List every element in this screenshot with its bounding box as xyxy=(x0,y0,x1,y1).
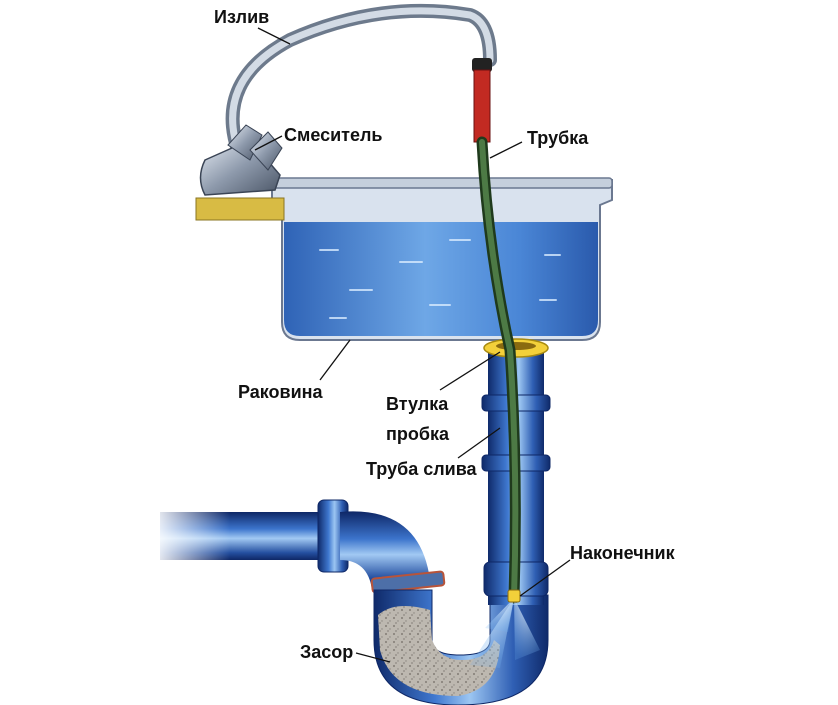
leader-mixer xyxy=(254,135,283,151)
leader-nozzle xyxy=(519,559,571,597)
nozzle xyxy=(470,589,540,668)
spout xyxy=(225,3,497,157)
leader-sink xyxy=(319,339,351,381)
countertop xyxy=(195,197,285,221)
mixer-faucet xyxy=(199,124,283,196)
cleaning-hose xyxy=(472,58,521,604)
leader-tube xyxy=(489,141,523,159)
label-spout: Излив xyxy=(214,7,269,27)
label-sink: Раковина xyxy=(238,382,324,402)
leader-lines xyxy=(254,27,571,663)
trap-elbow xyxy=(340,511,446,594)
label-drain-pipe: Труба слива xyxy=(366,459,478,479)
label-mixer: Смеситель xyxy=(284,125,383,145)
sink-basin xyxy=(271,177,613,341)
leader-clog xyxy=(355,652,391,663)
label-bushing-line2: пробка xyxy=(386,424,450,444)
label-nozzle: Наконечник xyxy=(570,543,676,563)
drain-bushing xyxy=(483,338,549,358)
label-bushing-line1: Втулка xyxy=(386,394,449,414)
label-clog: Засор xyxy=(300,642,353,662)
label-tube: Трубка xyxy=(527,128,589,148)
leader-bushing xyxy=(439,351,501,391)
leader-spout xyxy=(257,27,291,45)
horizontal-drain-pipe xyxy=(150,499,360,575)
leader-drain-pipe xyxy=(457,427,501,459)
clog-mass xyxy=(378,606,500,696)
